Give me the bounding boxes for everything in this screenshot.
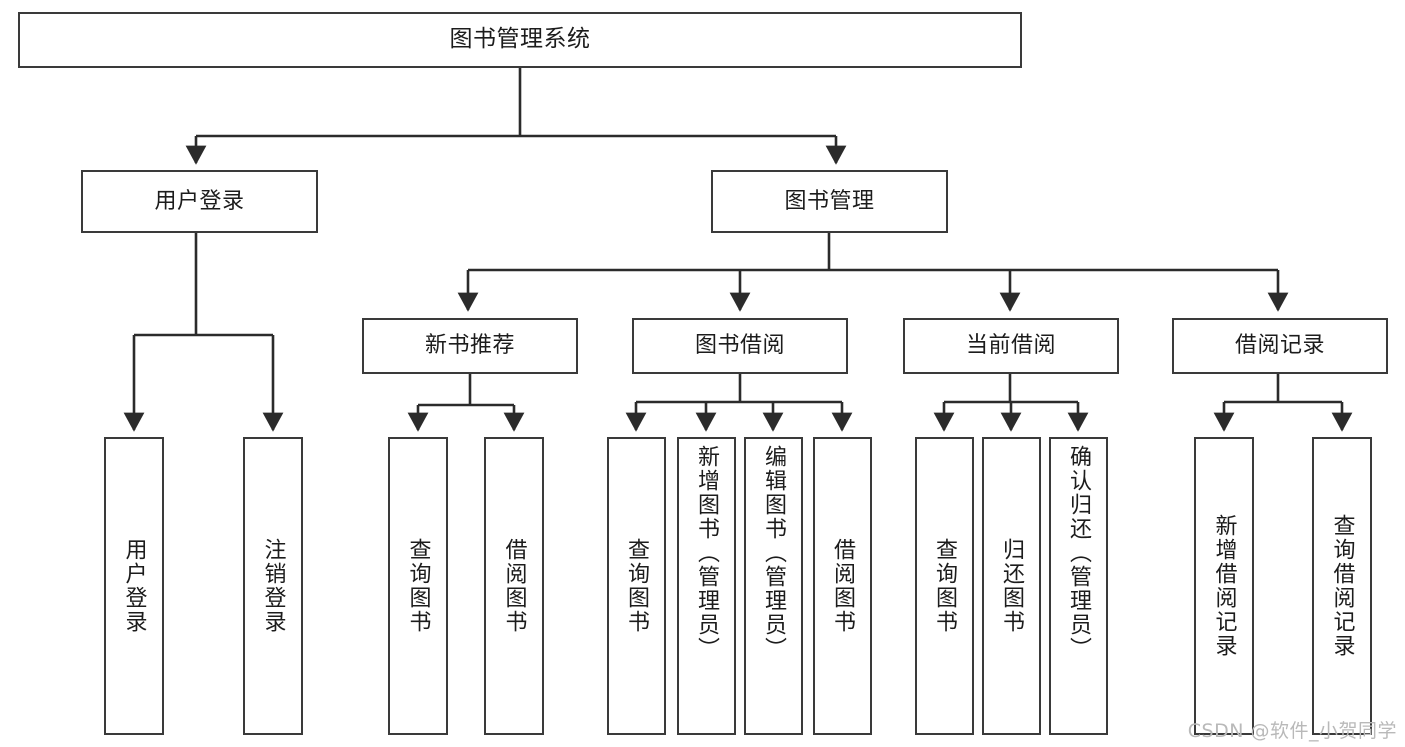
node-leaf-borrow-book-recommendation[interactable]: 借阅图书 — [484, 437, 544, 735]
node-leaf-user-login[interactable]: 用户登录 — [104, 437, 164, 735]
node-label: 查询借阅记录 — [1329, 514, 1355, 658]
node-label: 用户登录 — [154, 188, 245, 214]
node-label: 新书推荐 — [424, 333, 515, 359]
node-leaf-confirm-return-admin[interactable]: 确认归还（管理员） — [1049, 437, 1108, 735]
node-label: 用户登录 — [121, 538, 147, 634]
node-leaf-add-book-admin[interactable]: 新增图书（管理员） — [677, 437, 736, 735]
node-new-book-recommendation[interactable]: 新书推荐 — [362, 318, 578, 374]
node-leaf-return-book[interactable]: 归还图书 — [982, 437, 1041, 735]
node-leaf-edit-book-admin[interactable]: 编辑图书（管理员） — [744, 437, 803, 735]
node-label: 图书借阅 — [694, 333, 785, 359]
node-label: 查询图书 — [405, 538, 431, 634]
node-label: 查询图书 — [624, 538, 650, 634]
node-label: 注销登录 — [260, 538, 286, 634]
node-label: 归还图书 — [999, 538, 1025, 634]
node-leaf-query-book-recommendation[interactable]: 查询图书 — [388, 437, 448, 735]
node-user-login[interactable]: 用户登录 — [81, 170, 318, 233]
node-book-management[interactable]: 图书管理 — [711, 170, 948, 233]
node-leaf-add-borrow-record[interactable]: 新增借阅记录 — [1194, 437, 1254, 735]
node-leaf-query-borrow-record[interactable]: 查询借阅记录 — [1312, 437, 1372, 735]
node-label: 借阅图书 — [830, 538, 856, 634]
node-leaf-borrow-book-borrowing[interactable]: 借阅图书 — [813, 437, 872, 735]
node-label: 确认归还（管理员） — [1066, 445, 1092, 661]
node-label: 图书管理 — [784, 188, 875, 214]
node-leaf-query-book-current[interactable]: 查询图书 — [915, 437, 974, 735]
node-root-book-management-system[interactable]: 图书管理系统 — [18, 12, 1022, 68]
node-label: 编辑图书（管理员） — [761, 445, 787, 661]
node-leaf-query-book-borrowing[interactable]: 查询图书 — [607, 437, 666, 735]
node-label: 新增借阅记录 — [1211, 514, 1237, 658]
node-label: 借阅图书 — [501, 538, 527, 634]
node-book-borrowing[interactable]: 图书借阅 — [632, 318, 848, 374]
node-current-borrowing[interactable]: 当前借阅 — [903, 318, 1119, 374]
node-label: 图书管理系统 — [449, 26, 591, 53]
node-borrowing-record[interactable]: 借阅记录 — [1172, 318, 1388, 374]
watermark-text: CSDN @软件_小贺同学 — [1187, 720, 1397, 742]
node-leaf-logout[interactable]: 注销登录 — [243, 437, 303, 735]
node-label: 新增图书（管理员） — [694, 445, 720, 661]
node-label: 查询图书 — [932, 538, 958, 634]
node-label: 当前借阅 — [965, 333, 1056, 359]
node-label: 借阅记录 — [1234, 333, 1325, 359]
